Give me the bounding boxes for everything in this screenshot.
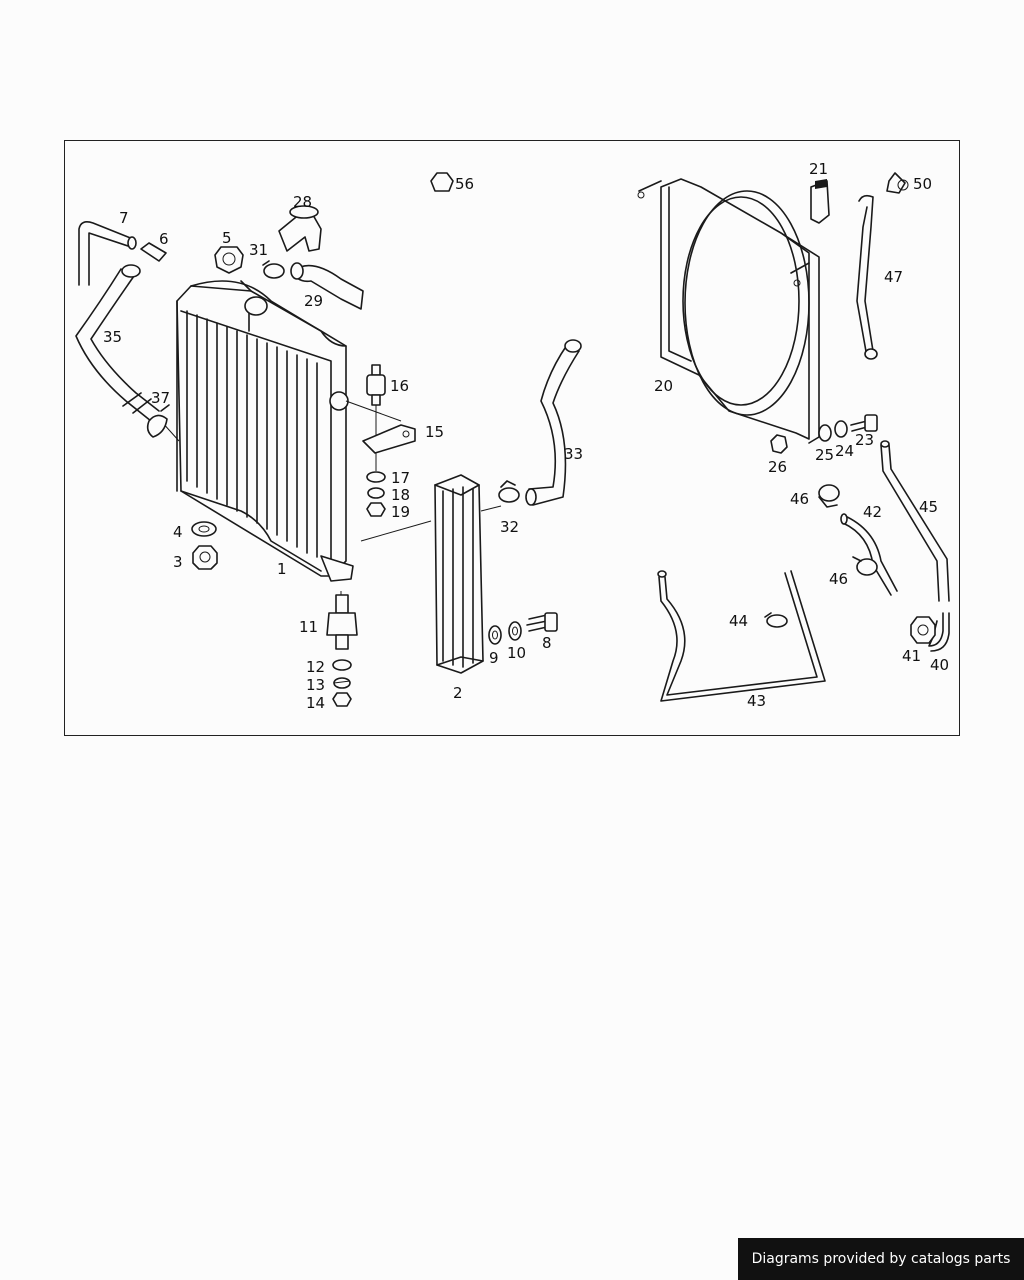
radiator bbox=[176, 280, 354, 582]
callout-7: 7 bbox=[119, 209, 129, 227]
callout-25: 25 bbox=[815, 446, 834, 464]
hose-42 bbox=[840, 513, 898, 596]
callout-5: 5 bbox=[222, 229, 232, 247]
callout-29: 29 bbox=[304, 292, 323, 310]
callout-16: 16 bbox=[390, 377, 409, 395]
hose-47 bbox=[856, 194, 878, 360]
callout-17: 17 bbox=[391, 469, 410, 487]
callout-15: 15 bbox=[425, 423, 444, 441]
nut-14 bbox=[332, 692, 352, 707]
callout-6: 6 bbox=[159, 230, 169, 248]
callout-41: 41 bbox=[902, 647, 921, 665]
washer-24 bbox=[834, 420, 848, 438]
clamp-31 bbox=[262, 260, 285, 279]
callout-40: 40 bbox=[930, 656, 949, 674]
rubber-mount-11 bbox=[326, 594, 358, 650]
washer-17 bbox=[366, 471, 386, 483]
callout-31: 31 bbox=[249, 241, 268, 259]
credit-badge: Diagrams provided by catalogs parts bbox=[738, 1238, 1024, 1280]
spring-washer-18 bbox=[367, 487, 385, 499]
washer-10 bbox=[508, 621, 522, 641]
callout-4: 4 bbox=[173, 523, 183, 541]
callout-11: 11 bbox=[299, 618, 318, 636]
bolt-8 bbox=[526, 612, 558, 632]
washer-9 bbox=[488, 625, 502, 645]
hose-43 bbox=[657, 570, 826, 702]
nut-26 bbox=[770, 434, 788, 454]
callout-26: 26 bbox=[768, 458, 787, 476]
callout-1: 1 bbox=[277, 560, 287, 578]
callout-20: 20 bbox=[654, 377, 673, 395]
callout-37: 37 bbox=[151, 389, 170, 407]
hose-6 bbox=[140, 242, 167, 262]
hose-35 bbox=[75, 264, 160, 422]
callout-44: 44 bbox=[729, 612, 748, 630]
hose-33 bbox=[525, 339, 582, 506]
callout-47: 47 bbox=[884, 268, 903, 286]
callout-46-upper: 46 bbox=[790, 490, 809, 508]
clamp-44 bbox=[764, 612, 788, 628]
callout-labels: 1 2 3 4 5 6 7 8 9 10 11 12 13 14 15 16 1… bbox=[103, 160, 949, 712]
washer-4 bbox=[191, 521, 217, 537]
callout-14: 14 bbox=[306, 694, 325, 712]
callout-21: 21 bbox=[809, 160, 828, 178]
callout-35: 35 bbox=[103, 328, 122, 346]
nut-19 bbox=[366, 502, 386, 517]
callout-28: 28 bbox=[293, 193, 312, 211]
clamp-37 bbox=[146, 404, 170, 438]
bracket-15 bbox=[362, 424, 416, 454]
callout-23: 23 bbox=[855, 431, 874, 449]
hose-29 bbox=[290, 262, 364, 310]
callout-33: 33 bbox=[564, 445, 583, 463]
radiator-cap-5 bbox=[214, 246, 244, 274]
callout-13: 13 bbox=[306, 676, 325, 694]
callout-3: 3 bbox=[173, 553, 183, 571]
cover-21 bbox=[810, 179, 830, 224]
callout-19: 19 bbox=[391, 503, 410, 521]
callout-24: 24 bbox=[835, 442, 854, 460]
callout-43: 43 bbox=[747, 692, 766, 710]
callout-8: 8 bbox=[542, 634, 552, 652]
oil-cooler bbox=[434, 474, 484, 674]
callout-56: 56 bbox=[455, 175, 474, 193]
hose-45 bbox=[880, 440, 950, 602]
callout-18: 18 bbox=[391, 486, 410, 504]
parts-diagram: 1 2 3 4 5 6 7 8 9 10 11 12 13 14 15 16 1… bbox=[64, 140, 960, 736]
callout-50: 50 bbox=[913, 175, 932, 193]
spring-washer-13 bbox=[333, 677, 351, 689]
plug-56 bbox=[430, 172, 454, 192]
washer-25 bbox=[818, 424, 832, 442]
callout-45: 45 bbox=[919, 498, 938, 516]
clamp-46a bbox=[818, 484, 840, 508]
fan-shroud-20 bbox=[637, 178, 820, 444]
valve-50 bbox=[886, 172, 909, 194]
callout-42: 42 bbox=[863, 503, 882, 521]
washer-12 bbox=[332, 659, 352, 671]
clamp-32 bbox=[498, 480, 520, 503]
rubber-mount-16 bbox=[366, 364, 386, 406]
credit-text: Diagrams provided by catalogs parts bbox=[751, 1251, 1011, 1267]
callout-12: 12 bbox=[306, 658, 325, 676]
hose-7 bbox=[78, 221, 137, 286]
bolt-23 bbox=[850, 414, 878, 432]
callout-2: 2 bbox=[453, 684, 463, 702]
parts-diagram-svg: 1 2 3 4 5 6 7 8 9 10 11 12 13 14 15 16 1… bbox=[75, 160, 950, 712]
callout-32: 32 bbox=[500, 518, 519, 536]
elbow-28 bbox=[278, 205, 322, 252]
callout-10: 10 bbox=[507, 644, 526, 662]
callout-46-lower: 46 bbox=[829, 570, 848, 588]
nut-3 bbox=[192, 545, 218, 570]
fitting-40 bbox=[928, 612, 950, 652]
nut-41 bbox=[910, 616, 936, 644]
callout-9: 9 bbox=[489, 649, 499, 667]
clamp-46b bbox=[852, 556, 878, 576]
